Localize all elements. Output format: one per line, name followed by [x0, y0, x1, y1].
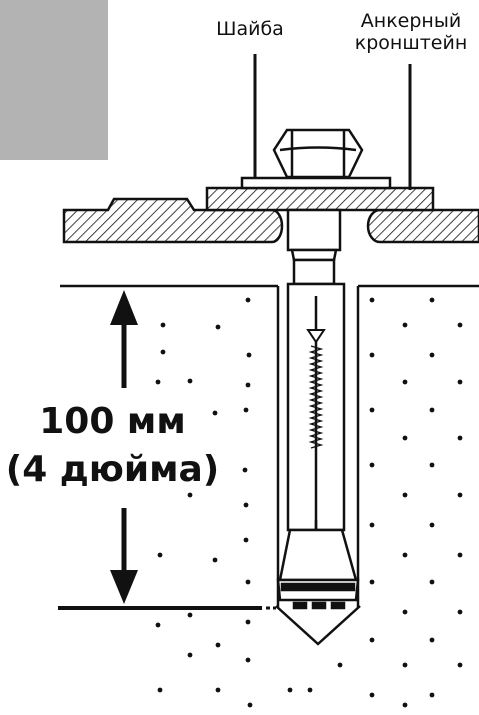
concrete-dot	[242, 467, 248, 473]
concrete-dot	[369, 522, 375, 528]
concrete-dot	[215, 687, 221, 693]
concrete-dot	[369, 352, 375, 358]
concrete-dot	[245, 297, 251, 303]
concrete-dot	[369, 462, 375, 468]
concrete-dot	[160, 349, 166, 355]
concrete-dot	[215, 642, 221, 648]
concrete-dot	[243, 537, 249, 543]
depth-metric: 100 мм	[39, 401, 186, 442]
anchor-bracket-label: Анкерный кронштейн	[346, 10, 476, 54]
depth-arrow-up	[110, 290, 138, 388]
concrete-dot	[247, 702, 253, 708]
concrete-dot	[429, 462, 435, 468]
concrete-dot	[187, 612, 193, 618]
concrete-dot	[337, 662, 343, 668]
grey-swatch	[0, 0, 108, 160]
concrete-aggregate-dots	[155, 297, 463, 708]
concrete-dot	[160, 322, 166, 328]
anchor-bracket	[205, 186, 435, 212]
anchor-bolt	[276, 208, 360, 610]
concrete-dot	[369, 637, 375, 643]
concrete-dot	[429, 522, 435, 528]
concrete-dot	[429, 297, 435, 303]
concrete-dot	[402, 662, 408, 668]
concrete-dot	[402, 379, 408, 385]
concrete-dot	[457, 379, 463, 385]
concrete-dot	[402, 552, 408, 558]
base-plate	[62, 197, 479, 244]
concrete-dot	[369, 297, 375, 303]
concrete-dot	[369, 692, 375, 698]
anchor-bracket-label-line1: Анкерный	[360, 10, 462, 32]
concrete-dot	[245, 619, 251, 625]
concrete-dot	[429, 692, 435, 698]
concrete-dot	[155, 622, 161, 628]
concrete-dot	[212, 410, 218, 416]
concrete-dot	[157, 552, 163, 558]
concrete-dot	[287, 687, 293, 693]
washer-label: Шайба	[216, 18, 284, 40]
concrete-dot	[212, 557, 218, 563]
concrete-dot	[243, 502, 249, 508]
concrete-dot	[246, 352, 252, 358]
concrete-dot	[155, 379, 161, 385]
concrete-dot	[369, 407, 375, 413]
concrete-block	[60, 284, 479, 608]
concrete-dot	[457, 435, 463, 441]
concrete-dot	[243, 407, 249, 413]
concrete-dot	[429, 407, 435, 413]
concrete-dot	[215, 324, 221, 330]
concrete-dot	[457, 492, 463, 498]
inner-screw	[306, 329, 326, 449]
concrete-dot	[307, 687, 313, 693]
washer	[240, 176, 392, 190]
depth-imperial: (4 дюйма)	[5, 449, 220, 490]
concrete-dot	[402, 435, 408, 441]
concrete-dot	[157, 687, 163, 693]
concrete-dot	[187, 378, 193, 384]
concrete-dot	[187, 492, 193, 498]
concrete-dot	[245, 657, 251, 663]
concrete-dot	[457, 552, 463, 558]
depth-arrow-down	[110, 508, 138, 604]
concrete-dot	[457, 322, 463, 328]
concrete-dot	[245, 382, 251, 388]
anchor-bracket-label-line2: кронштейн	[354, 32, 468, 54]
concrete-dot	[429, 579, 435, 585]
concrete-dot	[402, 702, 408, 708]
concrete-dot	[457, 609, 463, 615]
concrete-dot	[187, 652, 193, 658]
hex-nut	[272, 128, 364, 179]
concrete-dot	[402, 322, 408, 328]
drill-hole-cone	[275, 605, 361, 646]
concrete-dot	[402, 609, 408, 615]
concrete-dot	[429, 352, 435, 358]
concrete-dot	[402, 492, 408, 498]
concrete-dot	[369, 579, 375, 585]
concrete-dot	[245, 579, 251, 585]
concrete-dot	[429, 637, 435, 643]
concrete-dot	[457, 662, 463, 668]
